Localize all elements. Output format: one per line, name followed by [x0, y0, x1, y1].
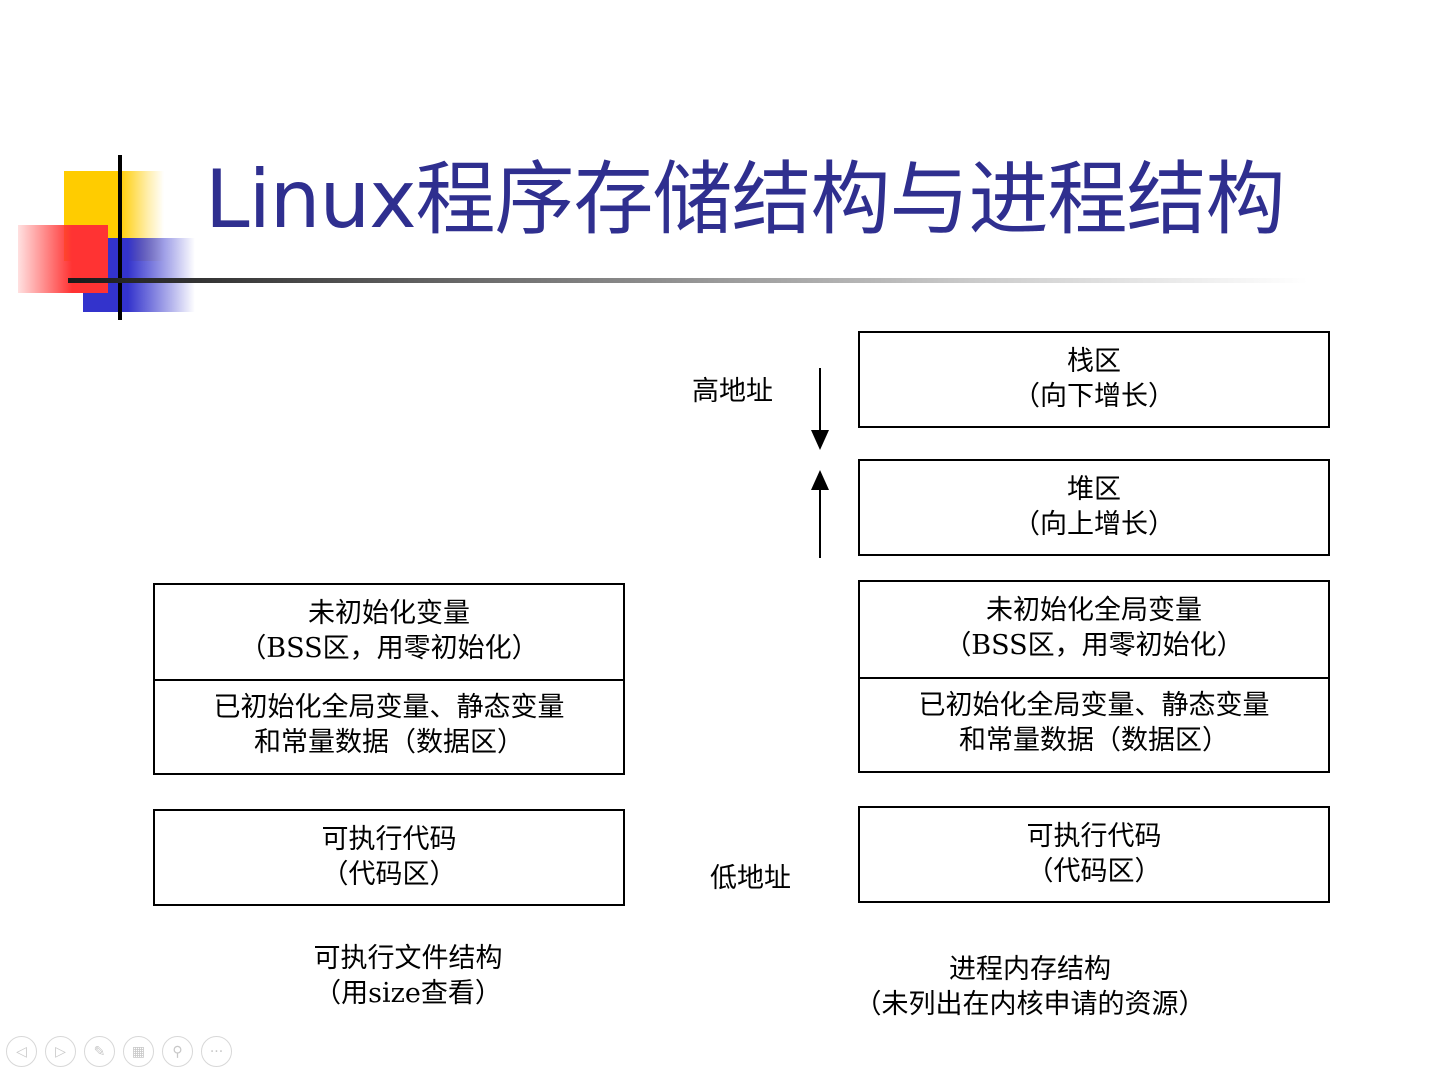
pen-icon[interactable]: ✎: [84, 1036, 115, 1067]
stack-down-arrow: [811, 368, 829, 450]
stack-block: 栈区 （向下增长）: [858, 331, 1330, 428]
stack-title: 栈区: [1067, 346, 1121, 377]
stack-note: （向下增长）: [1013, 381, 1175, 412]
title-underline: [68, 278, 1308, 283]
zoom-icon[interactable]: ⚲: [162, 1036, 193, 1067]
left-code-note: （代码区）: [321, 859, 457, 890]
page-title: Linux程序存储结构与进程结构: [205, 153, 1286, 246]
left-caption: 可执行文件结构 （用size查看）: [258, 941, 558, 1011]
next-icon[interactable]: ▷: [45, 1036, 76, 1067]
left-bss-note: （BSS区，用零初始化）: [239, 633, 539, 664]
right-data-note: 和常量数据（数据区）: [959, 725, 1229, 756]
slideshow-toolbar: ◁ ▷ ✎ ▦ ⚲ ···: [6, 1036, 232, 1067]
left-data-note: 和常量数据（数据区）: [254, 727, 524, 758]
high-address-label: 高地址: [692, 376, 773, 407]
right-caption-title: 进程内存结构: [949, 954, 1111, 985]
left-code-block: 可执行代码 （代码区）: [153, 809, 625, 906]
heap-up-arrow: [811, 470, 829, 558]
growth-arrows: [811, 368, 829, 558]
heap-note: （向上增长）: [1013, 509, 1175, 540]
right-code-block: 可执行代码 （代码区）: [858, 806, 1330, 903]
right-data-title: 已初始化全局变量、静态变量: [918, 690, 1270, 721]
left-bss-title: 未初始化变量: [308, 598, 470, 629]
left-caption-title: 可执行文件结构: [313, 943, 503, 974]
right-bss-data-block: 未初始化全局变量 （BSS区，用零初始化） 已初始化全局变量、静态变量 和常量数…: [858, 580, 1330, 773]
slides-icon[interactable]: ▦: [123, 1036, 154, 1067]
left-data-title: 已初始化全局变量、静态变量: [213, 692, 565, 723]
right-caption: 进程内存结构 （未列出在内核申请的资源）: [820, 952, 1240, 1022]
left-code-title: 可执行代码: [321, 824, 457, 855]
right-code-note: （代码区）: [1026, 856, 1162, 887]
title-decoration: [0, 150, 200, 320]
left-caption-note: （用size查看）: [314, 978, 502, 1009]
right-bss-note: （BSS区，用零初始化）: [944, 630, 1244, 661]
heap-block: 堆区 （向上增长）: [858, 459, 1330, 556]
right-bss-title: 未初始化全局变量: [986, 595, 1202, 626]
right-code-title: 可执行代码: [1026, 821, 1162, 852]
heap-title: 堆区: [1067, 474, 1121, 505]
vertical-line: [118, 155, 122, 320]
right-caption-note: （未列出在内核申请的资源）: [854, 989, 1206, 1020]
left-bss-data-block: 未初始化变量 （BSS区，用零初始化） 已初始化全局变量、静态变量 和常量数据（…: [153, 583, 625, 775]
more-icon[interactable]: ···: [201, 1036, 232, 1067]
low-address-label: 低地址: [710, 863, 791, 894]
previous-icon[interactable]: ◁: [6, 1036, 37, 1067]
